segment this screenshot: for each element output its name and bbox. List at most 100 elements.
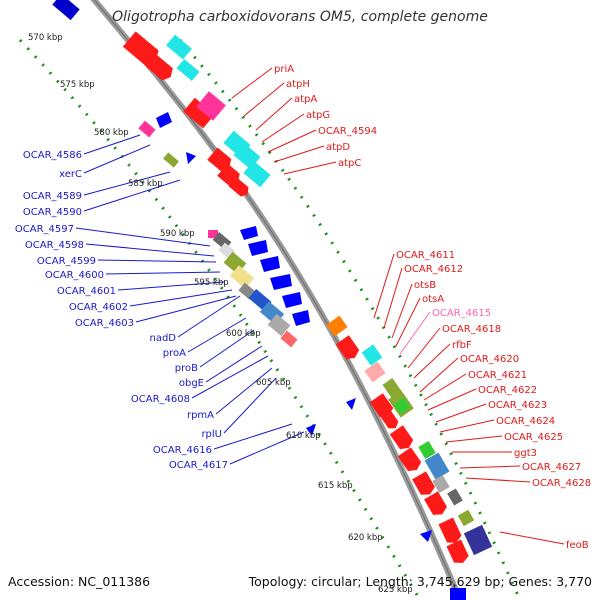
gene-label-right: OCAR_4628	[532, 478, 591, 489]
scale-label: 610 kbp	[286, 431, 321, 441]
gene-label-right: feoB	[566, 540, 589, 551]
gene-label-right: OCAR_4612	[404, 264, 463, 275]
scale-label: 590 kbp	[160, 229, 195, 239]
map-title: Oligotropha carboxidovorans OM5, complet…	[112, 9, 488, 25]
label-leader-lines	[75, 67, 565, 545]
leader-line	[427, 388, 477, 411]
leader-line	[261, 113, 305, 143]
leader-line	[187, 317, 247, 353]
gene-label-left: rplU	[201, 429, 222, 440]
gene-label-left: OCAR_4600	[45, 270, 104, 281]
gene-label-left: OCAR_4602	[69, 302, 128, 313]
leader-line	[499, 531, 565, 545]
gene-label-left: OCAR_4590	[23, 207, 82, 218]
leader-line	[243, 82, 285, 117]
gene-label-right: OCAR_4611	[396, 250, 455, 261]
leader-line	[407, 327, 441, 369]
leader-line	[423, 373, 467, 401]
leader-line	[399, 311, 431, 355]
leader-line	[229, 431, 305, 465]
gene-label-left: OCAR_4589	[23, 191, 82, 202]
leader-line	[413, 343, 451, 379]
leader-line	[383, 267, 403, 329]
gene-label-right: OCAR_4620	[460, 354, 519, 365]
gene-label-right: OCAR_4621	[468, 370, 527, 381]
gene-label-left: proA	[163, 348, 186, 359]
gene-label-left: OCAR_4616	[153, 445, 212, 456]
leader-line	[435, 403, 487, 423]
leader-line	[459, 465, 521, 469]
gene-label-left: OCAR_4608	[131, 394, 190, 405]
leader-line	[223, 377, 277, 434]
gene-label-right: OCAR_4625	[504, 432, 563, 443]
leader-line	[439, 419, 495, 433]
gene-label-left: proB	[175, 363, 198, 374]
gene-label-right: OCAR_4594	[318, 126, 377, 137]
leader-line	[83, 144, 151, 174]
gene-label-left: OCAR_4617	[169, 460, 228, 471]
leader-line	[83, 171, 171, 196]
leader-line	[267, 129, 317, 153]
outer-ring-dots	[178, 39, 522, 600]
gene-label-right: atpC	[338, 158, 361, 169]
accession-text: Accession: NC_011386	[8, 574, 151, 589]
leader-line	[373, 253, 395, 319]
forward-strand-genes	[122, 31, 493, 563]
gene-label-left: OCAR_4601	[57, 286, 116, 297]
leader-line	[83, 134, 141, 155]
leader-line	[273, 145, 325, 163]
leader-line	[395, 297, 421, 347]
gene-label-right: atpG	[306, 110, 330, 121]
leader-line	[205, 345, 263, 383]
leader-line	[445, 435, 503, 443]
leader-line	[231, 67, 273, 99]
gene-label-right: rfbF	[452, 340, 472, 351]
leader-line	[391, 283, 413, 339]
leader-line	[83, 179, 181, 212]
gene-label-right: OCAR_4627	[522, 462, 581, 473]
scale-label: 580 kbp	[94, 128, 129, 138]
gene-label-right: OCAR_4622	[478, 385, 537, 396]
leader-line	[85, 243, 215, 257]
leader-line	[97, 259, 217, 263]
leader-line	[283, 161, 337, 175]
gene-label-right: OCAR_4615	[432, 308, 491, 319]
leader-line	[117, 281, 225, 291]
leader-line	[191, 355, 269, 399]
gene-label-left: OCAR_4597	[15, 224, 74, 235]
gene-label-right: atpH	[286, 79, 310, 90]
gene-label-left: OCAR_4586	[23, 150, 82, 161]
gene-label-left: obgE	[179, 378, 204, 389]
scale-label: 575 kbp	[60, 80, 95, 90]
leader-line	[213, 423, 293, 450]
scale-label: 600 kbp	[226, 329, 261, 339]
left-gene-labels: OCAR_4586 xerC OCAR_4589OCAR_4590OCAR_4597…	[15, 150, 228, 471]
scale-label: 625 kbp	[378, 585, 413, 595]
leader-line	[255, 97, 293, 131]
gene-label-right: OCAR_4624	[496, 416, 555, 427]
leader-line	[177, 295, 241, 338]
leader-line	[75, 227, 211, 247]
leader-line	[215, 367, 273, 415]
gene-label-left: OCAR_4598	[25, 240, 84, 251]
leader-line	[199, 329, 255, 368]
scale-label: 605 kbp	[256, 378, 291, 388]
scale-label: 615 kbp	[318, 481, 353, 491]
leader-line	[129, 289, 233, 307]
leader-line	[135, 295, 237, 323]
gene-label-right: OCAR_4623	[488, 400, 547, 411]
gene-label-left: OCAR_4603	[75, 318, 134, 329]
gene-label-left: nadD	[149, 333, 176, 344]
leader-line	[419, 357, 459, 393]
leader-line	[465, 477, 531, 483]
scale-label: 570 kbp	[28, 33, 63, 43]
gene-label-right: otsA	[422, 294, 444, 305]
gene-label-left: rpmA	[187, 410, 214, 421]
gene-label-right: atpA	[294, 94, 317, 105]
scale-label: 620 kbp	[348, 533, 383, 543]
gene-label-right: atpD	[326, 142, 350, 153]
gene-label-right: otsB	[414, 280, 436, 291]
gene-label-left: xerC	[59, 169, 82, 180]
